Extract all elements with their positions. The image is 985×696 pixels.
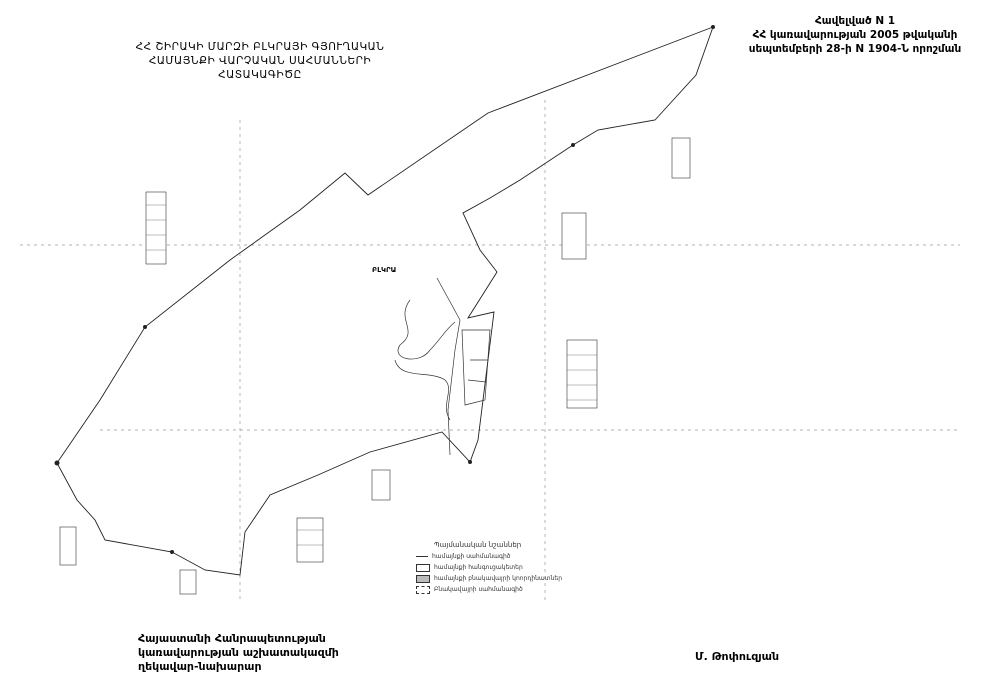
dashed-symbol-icon — [416, 585, 430, 594]
legend-title: Պայմանական նշաններ — [434, 541, 522, 549]
node-point — [143, 325, 147, 329]
signature-line-2: կառավարության աշխատակազմի — [138, 646, 339, 659]
community-boundary — [56, 26, 714, 576]
coordinate-table — [179, 569, 197, 595]
coordinate-table — [59, 526, 77, 566]
annex-line-1: Հավելված N 1 — [814, 15, 896, 27]
coordinate-symbol-icon — [416, 574, 430, 583]
line-symbol-icon — [416, 556, 428, 557]
map-title-line-3: ՀԱՏԱԿԱԳԻԾԸ — [218, 69, 302, 81]
annex-header: Հավելված N 1 ՀՀ կառավարության 2005 թվակա… — [735, 14, 975, 56]
coordinate-table — [561, 212, 587, 260]
coordinate-table — [371, 469, 391, 501]
boundary-nodes — [54, 25, 715, 554]
annex-line-3: սեպտեմբերի 28-ի N 1904-Ն որոշման — [748, 43, 962, 55]
legend-item: համայնքի բնակավայրի կոորդինատներ — [416, 573, 562, 584]
coordinate-table — [296, 517, 324, 563]
legend-item: Բնակավայրի սահմանագիծ — [416, 584, 562, 595]
coordinate-table — [145, 191, 167, 265]
coordinate-table — [566, 339, 598, 409]
legend-item: համայնքի սահմանագիծ — [416, 551, 562, 562]
coordinate-tables — [59, 137, 691, 595]
map-title: ՀՀ ՇԻՐԱԿԻ ՄԱՐԶԻ ԲԼԿՐԱՅԻ ԳՅՈՒՂԱԿԱՆ ՀԱՄԱՅՆ… — [110, 40, 410, 82]
legend-item: համայնքի հանգուցակետեր — [416, 562, 562, 573]
settlement-label: ԲԼԿՐԱ — [372, 266, 397, 274]
settlement-contours — [394, 277, 491, 456]
grid-lines — [20, 100, 960, 600]
signatory-name: Մ. Թոփուզյան — [695, 650, 780, 663]
node-point — [468, 460, 472, 464]
annex-line-2: ՀՀ կառավարության 2005 թվականի — [752, 29, 958, 41]
node-point — [170, 550, 174, 554]
signature-line-3: ղեկավար-նախարար — [138, 660, 262, 673]
map-title-line-2: ՀԱՄԱՅՆՔԻ ՎԱՐՉԱԿԱՆ ՍԱՀՄԱՆՆԵՐԻ — [148, 55, 372, 67]
node-point — [571, 143, 575, 147]
node-point — [54, 460, 60, 466]
legend: Պայմանական նշաններ համայնքի սահմանագիծ հ… — [416, 540, 562, 595]
coordinate-table — [671, 137, 691, 179]
table-rows — [146, 204, 597, 546]
node-symbol-icon — [416, 563, 430, 572]
signature-line-1: Հայաստանի Հանրապետության — [138, 632, 326, 645]
node-point — [711, 25, 715, 29]
signature-block: Հայաստանի Հանրապետության կառավարության ա… — [138, 632, 339, 674]
map-title-line-1: ՀՀ ՇԻՐԱԿԻ ՄԱՐԶԻ ԲԼԿՐԱՅԻ ԳՅՈՒՂԱԿԱՆ — [135, 41, 385, 53]
